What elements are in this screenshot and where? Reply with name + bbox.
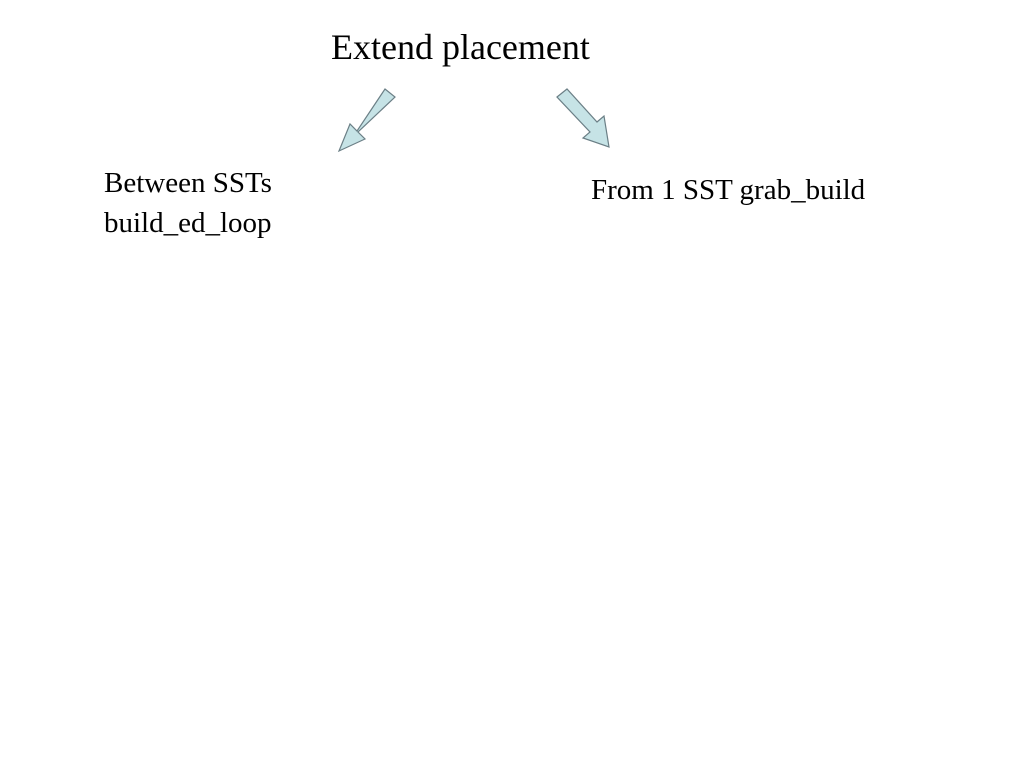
left-node-line1: Between SSTs	[104, 167, 272, 199]
right-node: From 1 SST grab_build	[591, 174, 866, 206]
left-node-line2: build_ed_loop	[104, 207, 272, 239]
arrow-to-left-node	[337, 88, 396, 153]
left-node: Between SSTs build_ed_loop	[104, 163, 272, 243]
arrow-to-right-node	[556, 88, 610, 148]
diagram-title: Extend placement	[331, 27, 590, 67]
